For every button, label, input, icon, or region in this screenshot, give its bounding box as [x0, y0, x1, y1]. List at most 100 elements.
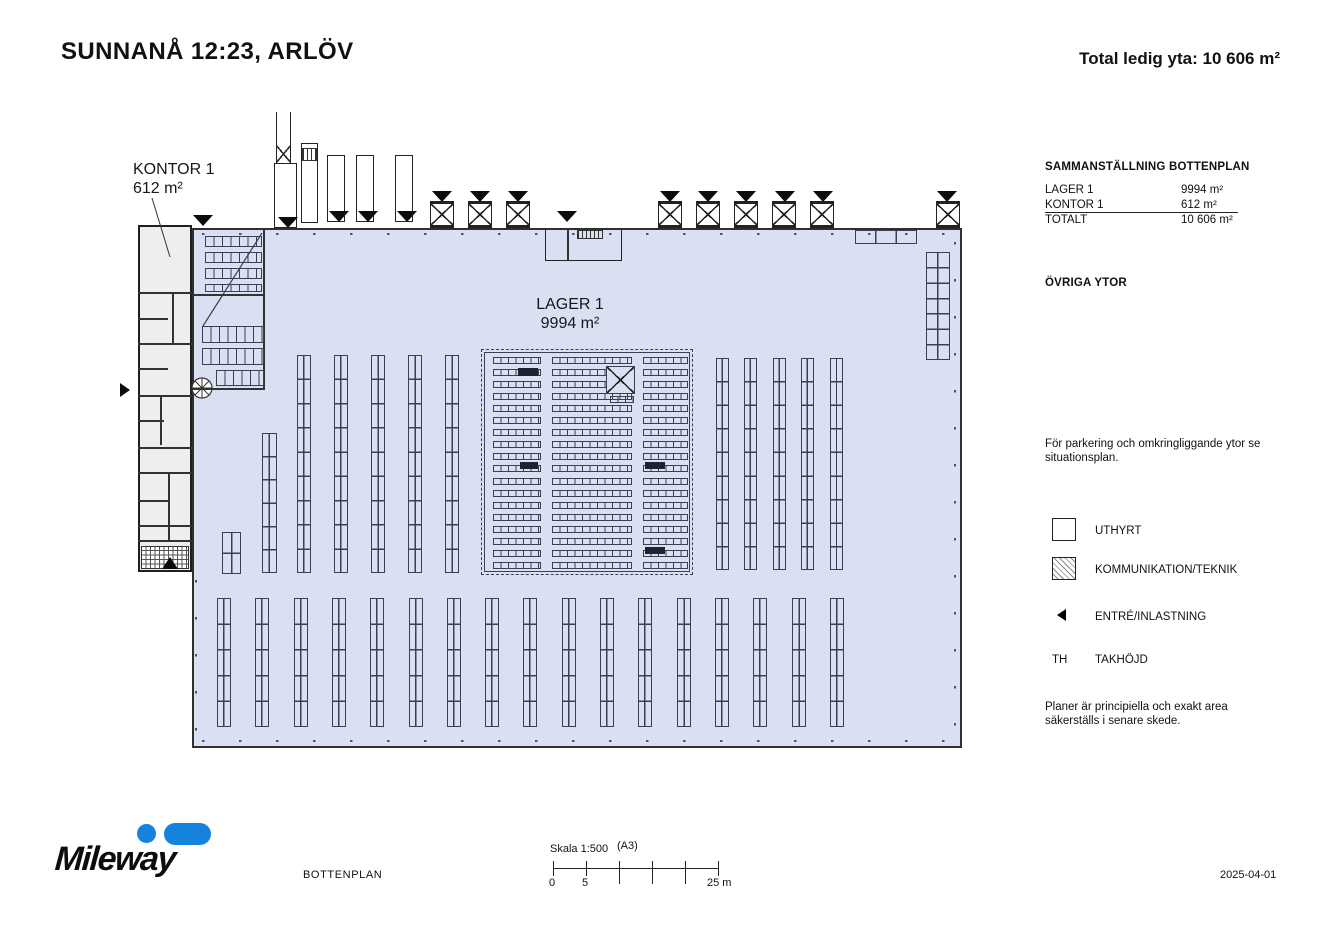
mezzanine-shelf [610, 396, 634, 403]
office-wall [138, 525, 192, 527]
storage-rack [830, 358, 843, 570]
storage-rack [370, 598, 385, 727]
dock-leveler [772, 201, 796, 228]
summary-title: SAMMANSTÄLLNING BOTTENPLAN [1045, 161, 1250, 173]
entry-arrow-down-icon [698, 191, 718, 202]
office-wall [138, 447, 192, 449]
mileway-logo-dot-icon [137, 824, 156, 843]
mezzanine-shelf [493, 561, 541, 569]
storage-rack [926, 252, 950, 360]
mezzanine-block [481, 349, 693, 575]
storage-rack [293, 598, 308, 727]
mezzanine-shelf [643, 537, 688, 545]
mezzanine-shelf [493, 465, 541, 473]
lager-name: LAGER 1 [536, 296, 604, 313]
lager-area: 9994 m² [540, 315, 600, 332]
mezzanine-shelf [552, 465, 632, 473]
pallet-block [518, 368, 538, 376]
office-wall [138, 343, 192, 345]
shelf-unit [202, 326, 264, 343]
mezzanine-shelf [493, 429, 541, 437]
kontor-name: KONTOR 1 [133, 161, 215, 178]
storage-rack [371, 355, 385, 573]
other-areas-title: ÖVRIGA YTOR [1045, 277, 1127, 289]
mezzanine-shelf [552, 453, 632, 461]
mezzanine-shelf [643, 561, 688, 569]
lager-label: LAGER 1 9994 m² [505, 295, 635, 333]
office-wall [138, 368, 168, 370]
scale-tick [619, 861, 621, 884]
entry-arrow-down-icon [937, 191, 957, 202]
mileway-logo-wordmark: Mileway [53, 840, 177, 878]
scale-tick [685, 861, 687, 884]
mezzanine-shelf [643, 405, 688, 413]
scale-label: Skala 1:500 [550, 843, 609, 855]
storage-rack [408, 355, 422, 573]
storage-rack [297, 355, 311, 573]
mezzanine-shelf [493, 441, 541, 449]
scale-tick [718, 861, 720, 876]
dock-leveler [810, 201, 834, 228]
row-value: 612 m² [1181, 198, 1217, 211]
scale-tick-label: 5 [582, 877, 589, 889]
mezzanine-shelf [493, 513, 541, 521]
storage-rack [716, 358, 729, 570]
storage-rack [408, 598, 423, 727]
dock-leveler [936, 201, 960, 228]
scale-tick-label: 0 [549, 877, 556, 889]
mezzanine-shelf [493, 453, 541, 461]
office-wall [172, 292, 174, 343]
mezzanine-shelf [643, 441, 688, 449]
office-wall [138, 395, 192, 397]
mezzanine-lift [606, 366, 635, 394]
legend-label-entre: ENTRÉ/INLASTNING [1095, 611, 1207, 623]
scale-tick-label: 25 m [707, 877, 732, 889]
row-value: 10 606 m² [1181, 214, 1233, 226]
row-label: KONTOR 1 [1045, 198, 1104, 211]
mileway-logo-pill-icon [164, 823, 211, 845]
office-wall [138, 318, 168, 320]
mezzanine-shelf [493, 357, 541, 364]
entry-arrow-down-icon [470, 191, 490, 202]
entry-arrow-down-icon [660, 191, 680, 202]
dock-leveler [696, 201, 720, 228]
kontor-area: 612 m² [133, 180, 183, 197]
scale-tick [652, 861, 654, 884]
mezzanine-shelf [552, 489, 632, 497]
mezzanine-shelf [552, 549, 632, 557]
pallet-block [645, 547, 665, 554]
shelf-unit [216, 370, 264, 386]
mezzanine-shelf [643, 369, 688, 377]
disclaimer-note: Planer är principiella och exakt area sä… [1045, 701, 1228, 727]
kontor-label: KONTOR 1 612 m² [133, 160, 215, 198]
dock-leveler [506, 201, 530, 228]
entry-arrow-right-icon [120, 383, 130, 397]
table-row: KONTOR 1 612 m² [1045, 198, 1238, 213]
storage-rack [714, 598, 729, 727]
entry-arrow-down-icon [329, 211, 349, 222]
uthyrt-swatch-icon [1052, 518, 1076, 541]
dock-leveler [734, 201, 758, 228]
entry-arrow-down-icon [508, 191, 528, 202]
mezzanine-shelf [493, 381, 541, 389]
mezzanine-shelf [643, 465, 688, 473]
mezzanine-shelf [643, 489, 688, 497]
storage-rack [676, 598, 691, 727]
storage-rack [638, 598, 653, 727]
mezzanine-shelf [643, 453, 688, 461]
mezzanine-shelf [643, 381, 688, 389]
scale-bar [553, 868, 718, 870]
storage-rack [600, 598, 614, 727]
summary-table: LAGER 1 9994 m² KONTOR 1 612 m² TOTALT 1… [1045, 183, 1238, 228]
mezzanine-shelf [643, 501, 688, 509]
office-wall [138, 420, 164, 422]
annex-wall [192, 388, 265, 390]
dock-bay [301, 143, 318, 223]
shelf-unit [202, 348, 264, 365]
mezzanine-shelf [493, 525, 541, 533]
mezzanine-shelf [643, 513, 688, 521]
storage-rack [262, 433, 277, 573]
entry-arrow-down-icon [358, 211, 378, 222]
storage-rack [829, 598, 844, 727]
